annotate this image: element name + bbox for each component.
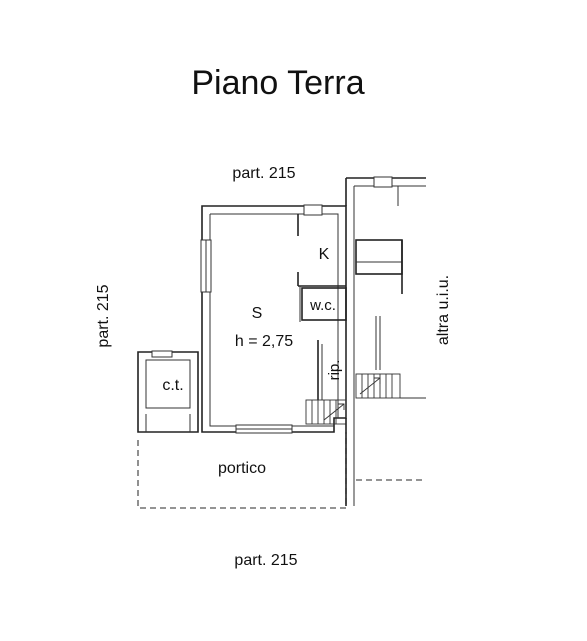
kitchen-label: K — [319, 246, 330, 263]
storage-label: rip. — [326, 360, 343, 381]
window-bottom — [235, 424, 293, 434]
kitchen-partition — [297, 214, 346, 287]
main-stair — [305, 399, 347, 425]
window-left — [200, 239, 212, 293]
room-height-label: h = 2,75 — [235, 333, 293, 350]
top-boundary-label: part. 215 — [232, 165, 295, 182]
neighbor-stair — [355, 373, 426, 399]
ct-label: c.t. — [162, 377, 183, 394]
wc-label: w.c. — [309, 297, 336, 314]
neighbor-unit — [345, 176, 426, 506]
wc-room — [299, 286, 347, 322]
left-boundary-label: part. 215 — [95, 284, 112, 347]
neighbor-unit-label: altra u.i.u. — [435, 275, 452, 345]
storage-room — [317, 340, 347, 400]
bottom-boundary-label: part. 215 — [234, 552, 297, 569]
ct-room — [137, 350, 199, 433]
room-s-label: S — [252, 305, 263, 322]
window-top — [303, 204, 323, 216]
plan-title: Piano Terra — [191, 64, 364, 102]
porch-label: portico — [218, 460, 266, 477]
